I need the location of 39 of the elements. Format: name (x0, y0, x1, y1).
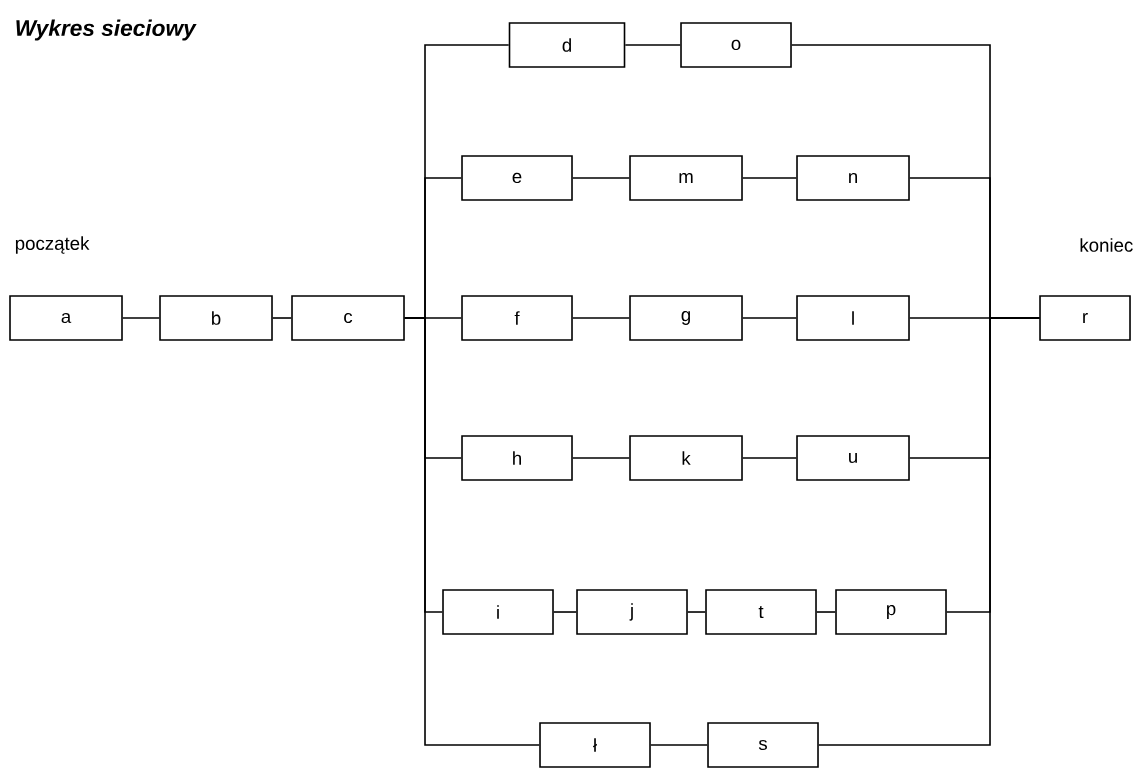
task-box: b (159, 295, 273, 341)
task-box: e (461, 155, 573, 201)
connector-line (742, 457, 797, 459)
task-box: u (796, 435, 910, 481)
task-box: f (461, 295, 573, 341)
task-box: c (291, 295, 405, 341)
connector-line (553, 611, 577, 613)
connector-line (742, 317, 797, 319)
connector-line (572, 177, 630, 179)
task-box: a (9, 295, 123, 341)
connector-line (650, 744, 708, 746)
task-box: k (629, 435, 743, 481)
task-box: h (461, 435, 573, 481)
connector-line (687, 611, 706, 613)
task-box: l (796, 295, 910, 341)
task-box: d (508, 22, 626, 68)
connector-line (624, 44, 681, 46)
task-box: m (629, 155, 743, 201)
connector-line (742, 177, 797, 179)
title: Wykres sieciowy (16, 19, 197, 41)
task-box: o (680, 22, 792, 68)
connector-line (816, 611, 836, 613)
connector-line (572, 317, 630, 319)
connector-line (818, 317, 1040, 746)
task-box: s (707, 722, 819, 768)
task-box: j (576, 589, 688, 635)
task-box: t (705, 589, 817, 635)
task-box: i (442, 589, 554, 635)
task-box: r (1039, 295, 1131, 341)
connector-line (404, 317, 540, 746)
task-box: ł (539, 722, 651, 768)
node-caption: początek (15, 236, 90, 254)
node-caption: koniec (1080, 238, 1133, 252)
task-box: p (835, 589, 947, 635)
connector-line (122, 317, 160, 319)
task-box: g (629, 295, 743, 341)
connector-line (572, 457, 630, 459)
task-box: n (796, 155, 910, 201)
connector-line (272, 317, 292, 319)
